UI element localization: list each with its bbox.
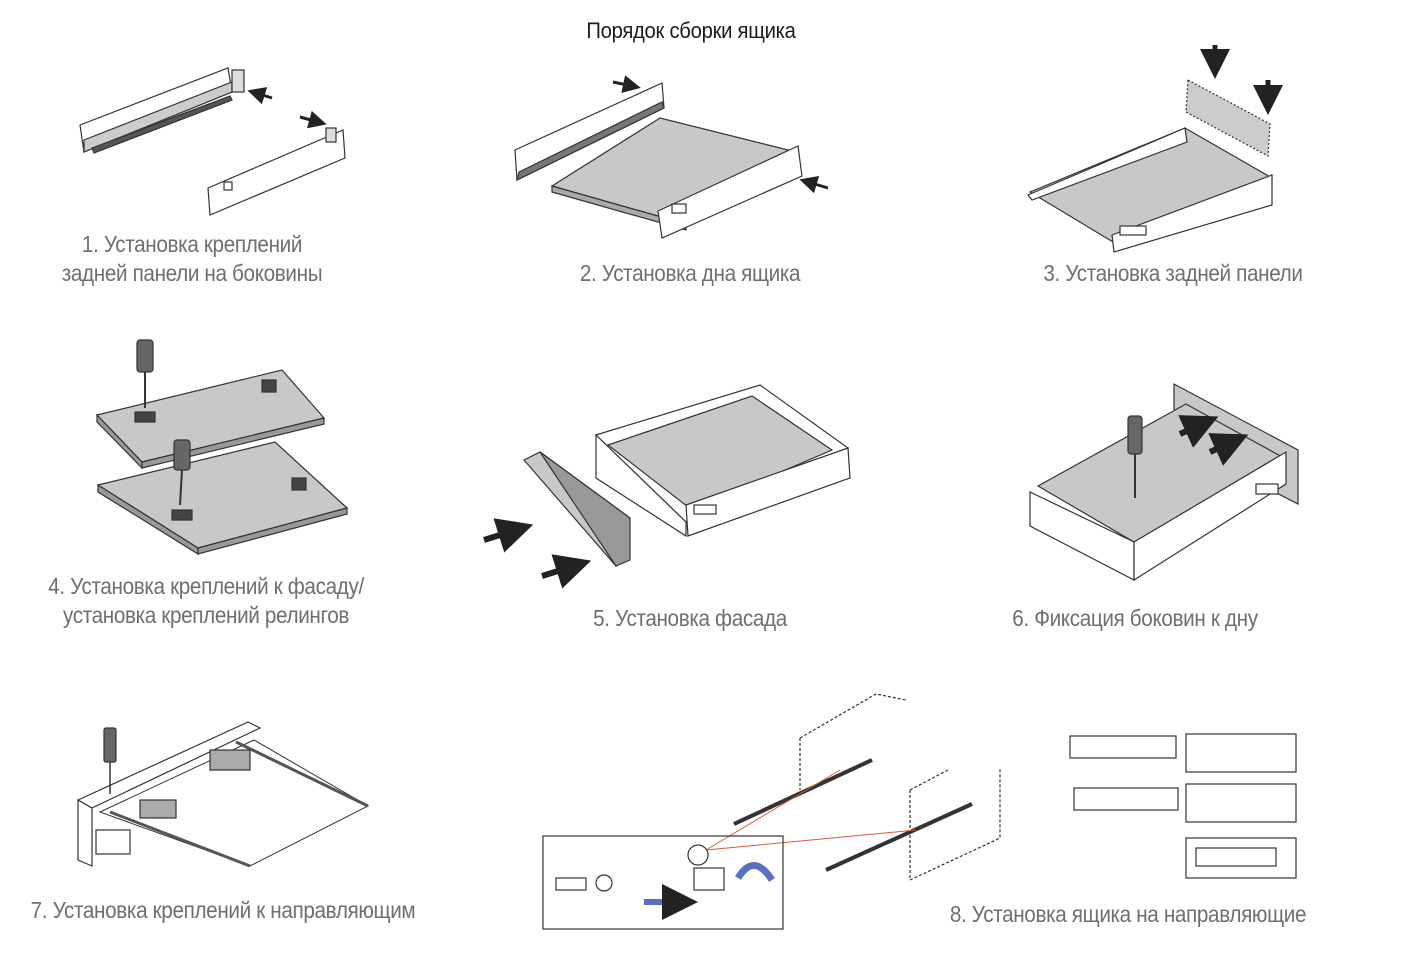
step-2-caption: 2. Установка дна ящика xyxy=(579,260,801,286)
step-3-illustration xyxy=(1027,45,1283,253)
push-arrow-icon xyxy=(483,518,534,553)
step-1-illustration xyxy=(79,67,346,216)
push-arrow-icon xyxy=(799,175,829,194)
rotate-arrow-icon xyxy=(735,862,775,883)
step-8-caption: 8. Установка ящика на направляющие xyxy=(949,901,1307,927)
screwdriver-icon xyxy=(1127,415,1143,455)
push-arrow-icon xyxy=(541,554,592,589)
push-arrow-icon xyxy=(612,75,641,93)
screwdriver-icon xyxy=(136,339,154,373)
step-3-caption: 3. Установка задней панели xyxy=(1043,260,1303,286)
push-arrow-icon xyxy=(1208,433,1249,466)
step-6-illustration xyxy=(1029,383,1299,582)
push-arrow-icon xyxy=(247,87,273,105)
step-2-illustration xyxy=(514,75,829,239)
page-title: Порядок сборки ящика xyxy=(586,18,796,43)
step-8-illustration xyxy=(542,693,1297,930)
step-5-caption: 5. Установка фасада xyxy=(593,605,787,631)
screwdriver-icon xyxy=(173,439,191,471)
step-4-illustration xyxy=(95,339,349,556)
step-7-illustration xyxy=(76,721,370,868)
screwdriver-icon xyxy=(103,727,117,763)
push-arrow-icon xyxy=(299,110,327,129)
step-6-caption: 6. Фиксация боковин к дну xyxy=(1012,605,1258,631)
step-1-caption: 1. Установка креплений задней панели на … xyxy=(61,231,323,286)
push-arrow-icon xyxy=(1178,415,1219,448)
step-4-caption: 4. Установка креплений к фасаду/ установ… xyxy=(48,573,364,628)
step-7-caption: 7. Установка креплений к направляющим xyxy=(30,897,416,923)
step-5-illustration xyxy=(483,384,851,589)
